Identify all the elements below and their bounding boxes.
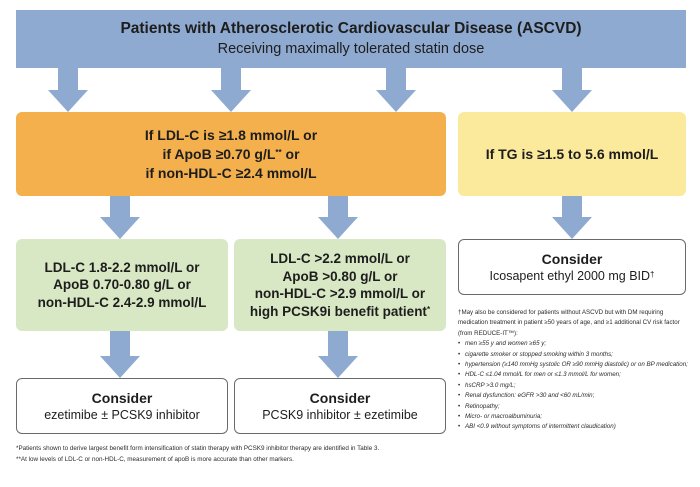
arrow-down-icon xyxy=(100,196,140,239)
consider-body: PCSK9 inhibitor ± ezetimibe xyxy=(262,407,418,422)
banner-title: Patients with Atherosclerotic Cardiovasc… xyxy=(120,20,582,37)
list-item: HDL-C ≤1.04 mmol/L for men or ≤1.3 mmol/… xyxy=(458,370,690,381)
arrow-down-icon xyxy=(552,196,592,239)
green-left-line-3: non-HDL-C 2.4-2.9 mmol/L xyxy=(37,294,207,310)
consider-pcsk9-box: Consider PCSK9 inhibitor ± ezetimibe xyxy=(234,378,446,434)
consider-body: ezetimibe ± PCSK9 inhibitor xyxy=(44,407,200,422)
arrow-down-icon xyxy=(552,68,592,112)
arrow-down-icon xyxy=(318,196,358,239)
top-banner: Patients with Atherosclerotic Cardiovasc… xyxy=(16,10,686,68)
banner-subtitle: Receiving maximally tolerated statin dos… xyxy=(217,41,485,57)
ldl-line-2: if ApoB ≥0.70 g/L** or xyxy=(162,145,300,162)
green-right-line-2: ApoB >0.80 g/L or xyxy=(282,268,398,284)
side-notes-intro: †May also be considered for patients wit… xyxy=(458,309,680,337)
consider-heading: Consider xyxy=(91,389,153,406)
ldl-moderate-box: LDL-C 1.8-2.2 mmol/L or ApoB 0.70-0.80 g… xyxy=(16,239,228,331)
side-notes: †May also be considered for patients wit… xyxy=(458,308,690,433)
green-right-line-4: high PCSK9i benefit patient* xyxy=(249,303,431,319)
arrow-down-icon xyxy=(100,331,140,378)
footnote-2: **At low levels of LDL-C or non-HDL-C, m… xyxy=(16,456,294,463)
ldl-high-box: LDL-C >2.2 mmol/L or ApoB >0.80 g/L or n… xyxy=(234,239,446,331)
footnote-1: *Patients shown to derive largest benefi… xyxy=(16,445,380,452)
list-item: hypertension (≥140 mmHg systolic OR ≥90 … xyxy=(458,360,690,371)
arrow-down-icon xyxy=(376,68,416,112)
ldl-condition-box: If LDL-C is ≥1.8 mmol/L or if ApoB ≥0.70… xyxy=(16,112,446,196)
consider-icosapent-box: Consider Icosapent ethyl 2000 mg BID† xyxy=(458,239,686,295)
arrow-down-icon xyxy=(318,331,358,378)
consider-heading: Consider xyxy=(309,389,371,406)
list-item: men ≥55 y and women ≥65 y; xyxy=(458,339,690,350)
consider-body: Icosapent ethyl 2000 mg BID† xyxy=(489,268,655,283)
list-item: Micro- or macroalbuminuria; xyxy=(458,412,690,423)
ldl-line-3: if non-HDL-C ≥2.4 mmol/L xyxy=(145,164,317,181)
list-item: hsCRP >3.0 mg/L; xyxy=(458,381,690,392)
list-item: Retinopathy; xyxy=(458,402,690,413)
risk-factor-list: men ≥55 y and women ≥65 y; cigarette smo… xyxy=(458,339,690,433)
tg-condition-box: If TG is ≥1.5 to 5.6 mmol/L xyxy=(458,112,686,196)
arrow-down-icon xyxy=(211,68,251,112)
green-left-line-2: ApoB 0.70-0.80 g/L or xyxy=(53,277,191,293)
footnotes: *Patients shown to derive largest benefi… xyxy=(16,443,456,465)
list-item: Renal dysfunction: eGFR >30 and <60 mL/m… xyxy=(458,391,690,402)
green-left-line-1: LDL-C 1.8-2.2 mmol/L or xyxy=(44,259,200,275)
list-item: cigarette smoker or stopped smoking with… xyxy=(458,350,690,361)
arrow-down-icon xyxy=(48,68,88,112)
consider-ezetimibe-box: Consider ezetimibe ± PCSK9 inhibitor xyxy=(16,378,228,434)
list-item: ABI <0.9 without symptoms of intermitten… xyxy=(458,422,690,433)
tg-text: If TG is ≥1.5 to 5.6 mmol/L xyxy=(485,146,659,162)
consider-heading: Consider xyxy=(541,250,603,267)
green-right-line-1: LDL-C >2.2 mmol/L or xyxy=(270,251,410,266)
ldl-line-1: If LDL-C is ≥1.8 mmol/L or xyxy=(144,126,318,143)
green-right-line-3: non-HDL-C >2.9 mmol/L or xyxy=(254,286,426,301)
